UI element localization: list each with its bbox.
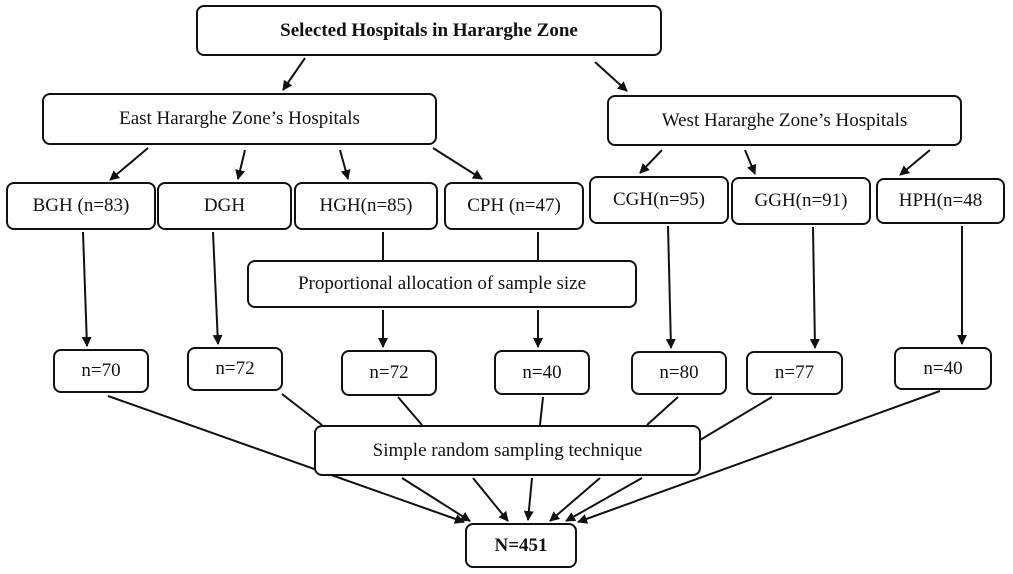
line-cph-sampling [539,396,544,426]
arrow-bgh-total [107,395,465,524]
arrow-west-cgh [639,149,663,174]
sampling-box: Simple random sampling technique [314,425,701,476]
sample-hph: n=40 [894,347,992,390]
arrow-east-hgh [339,149,351,180]
hospital-hgh: HGH(n=85) [294,182,438,230]
sample-cgh: n=80 [631,351,727,395]
hospital-dgh: DGH [157,182,292,230]
arrow-dgh-sample [212,231,223,345]
sample-dgh: n=72 [187,347,283,391]
arrow-east-bgh [109,147,149,181]
sample-cph: n=40 [494,350,590,395]
title-box: Selected Hospitals in Hararghe Zone [196,5,662,56]
total-box: N=451 [465,523,577,568]
allocation-box: Proportional allocation of sample size [247,260,637,308]
hospital-ggh: GGH(n=91) [731,177,871,225]
sample-bgh: n=70 [53,349,149,393]
arrow-sampling-total-3 [523,477,534,521]
line-dgh-sampling [281,393,323,426]
line-hgh-sampling [397,396,423,426]
line-ggh-sampling [699,396,773,441]
arrow-bgh-sample [81,231,92,347]
arrow-ggh-sample [809,226,820,349]
hospital-bgh: BGH (n=83) [6,182,156,230]
arrow-east-cph [432,147,483,180]
arrow-sampling-total-5 [565,477,643,522]
arrow-west-hph [899,149,931,176]
arrow-west-ggh [744,149,757,175]
arrow-cgh-sample [665,225,676,349]
arrow-sampling-total-2 [472,477,509,522]
west-zone-box: West Hararghe Zone’s Hospitals [607,95,962,146]
hospital-cph: CPH (n=47) [444,182,584,230]
arrow-title-east [282,57,306,91]
arrow-title-west [594,61,628,92]
hospital-cgh: CGH(n=95) [589,176,729,224]
arrow-hph-total [577,390,941,524]
line-cgh-sampling [646,396,679,426]
sample-ggh: n=77 [746,351,843,395]
arrow-sampling-total-4 [549,477,601,522]
east-zone-box: East Hararghe Zone’s Hospitals [42,93,437,145]
hospital-hph: HPH(n=48 [876,178,1005,224]
arrow-sampling-total-1 [401,477,471,522]
arrow-east-dgh [235,149,246,180]
sample-hgh: n=72 [341,350,437,396]
